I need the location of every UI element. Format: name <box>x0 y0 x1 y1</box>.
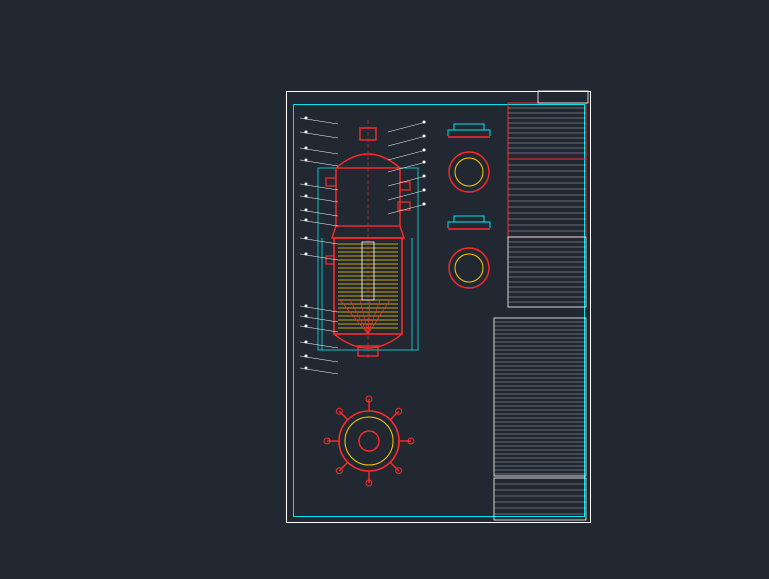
detail-top-flange <box>447 129 491 136</box>
coil-stay <box>349 299 369 335</box>
leader-bubble-right <box>422 174 426 178</box>
leader-line-right <box>387 175 427 187</box>
side-nozzle-left-1 <box>325 177 337 187</box>
leader-bubble-left <box>304 324 308 328</box>
plan-spoke <box>338 410 349 421</box>
plan-lug <box>395 407 403 415</box>
table-top-right <box>507 102 587 160</box>
elevation-section-view[interactable] <box>299 116 427 375</box>
leader-bubble-left <box>304 158 308 162</box>
detail-top-plate <box>453 123 485 131</box>
leader-bubble-left <box>304 130 308 134</box>
leader-bubble-left <box>304 304 308 308</box>
leader-bubble-right <box>422 134 426 138</box>
coil-core <box>361 241 375 301</box>
leader-line-right <box>387 135 427 147</box>
plan-spoke <box>389 461 400 472</box>
nozzle-detail-top[interactable] <box>447 123 491 193</box>
coil-stay <box>367 299 371 335</box>
leader-bubble-right <box>422 188 426 192</box>
plan-outer-ring <box>338 410 400 472</box>
detail-bottom-flange <box>447 221 491 228</box>
leader-bubble-left <box>304 116 308 120</box>
bottom-head <box>333 333 403 349</box>
heating-coil <box>338 241 398 335</box>
detail-top-inner <box>454 157 484 187</box>
plan-spoke <box>338 461 349 472</box>
leader-bubble-right <box>422 148 426 152</box>
leader-bubble-left <box>304 146 308 150</box>
table-specs <box>507 158 587 238</box>
leader-bubble-right <box>422 160 426 164</box>
side-nozzle-left-2 <box>325 255 335 265</box>
plan-inner-ring <box>344 416 394 466</box>
plan-lug <box>335 467 343 475</box>
leader-bubble-right <box>422 202 426 206</box>
detail-bottom-plate <box>453 215 485 223</box>
table-rows <box>494 107 586 515</box>
plan-spokes <box>323 395 415 487</box>
plan-lug <box>365 395 373 403</box>
leader-line-right <box>387 189 427 201</box>
leader-bubble-left <box>304 252 308 256</box>
leader-line-right <box>387 161 427 173</box>
leader-bubble-left <box>304 314 308 318</box>
coil-stay <box>359 299 369 335</box>
plan-view[interactable] <box>323 395 415 487</box>
side-nozzle-right-1 <box>399 181 411 191</box>
coil-stay <box>367 299 391 335</box>
revision-box <box>537 90 589 104</box>
leader-bubble-left <box>304 194 308 198</box>
leader-line-right <box>387 203 427 215</box>
leader-bubble-left <box>304 218 308 222</box>
leader-line-right <box>387 149 427 161</box>
plan-lug <box>365 479 373 487</box>
leader-bubble-left <box>304 340 308 344</box>
bottom-nozzle <box>357 345 379 357</box>
leader-bubble-left <box>304 236 308 240</box>
leader-line-right <box>387 121 427 133</box>
title-block <box>493 477 587 521</box>
detail-top-circle <box>448 151 490 193</box>
top-head <box>335 153 401 169</box>
detail-bottom-circle <box>448 247 490 289</box>
table-parts-list <box>493 317 587 477</box>
title-block-tables[interactable] <box>493 90 589 521</box>
leader-bubble-left <box>304 354 308 358</box>
leader-bubble-left <box>304 366 308 370</box>
callout-leaders <box>299 116 427 375</box>
plan-lug <box>395 467 403 475</box>
plan-lug <box>335 407 343 415</box>
sheet-inner-border <box>293 104 585 517</box>
plan-lug <box>323 437 331 445</box>
plan-spoke <box>389 410 400 421</box>
detail-bottom-inner <box>454 253 484 283</box>
leader-bubble-left <box>304 208 308 212</box>
coil-stay <box>367 299 381 335</box>
leader-bubble-left <box>304 182 308 186</box>
sheet-outer-border <box>286 91 591 523</box>
plan-core <box>358 430 380 452</box>
leader-bubble-right <box>422 120 426 124</box>
coil-stay <box>339 299 369 335</box>
nozzle-detail-bottom[interactable] <box>447 215 491 289</box>
plan-lug <box>407 437 415 445</box>
